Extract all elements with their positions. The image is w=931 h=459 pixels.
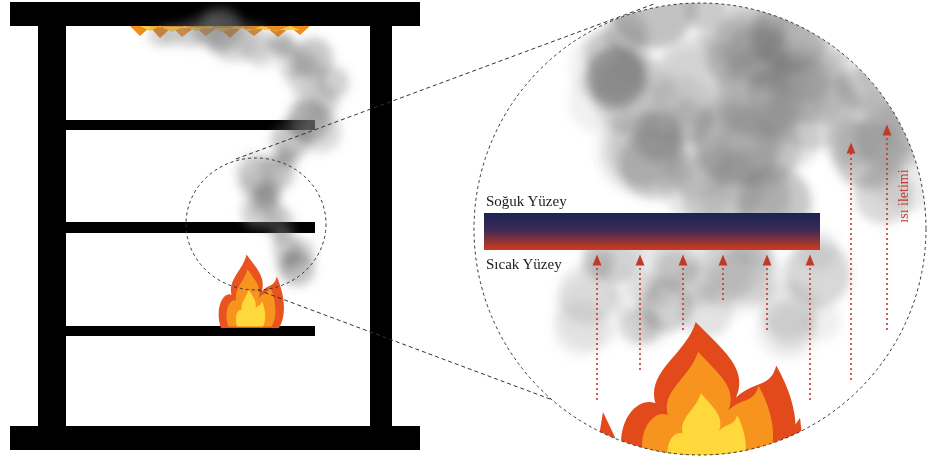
smoke-puff [767,303,813,349]
smoke [553,0,931,359]
fire [621,322,796,459]
surface-label: Sıcak Yüzey [486,256,562,273]
smoke-puff [619,129,689,199]
smoke-puff [646,275,677,306]
fire [770,418,805,459]
process-label: ısı iletimi [896,169,911,222]
floor-slab [484,213,820,250]
smoke-puff [651,37,741,127]
smoke-puff [604,11,649,56]
fire [595,412,622,459]
building-frame [10,2,420,450]
heat-arrow [597,130,887,400]
zoom-circle [474,3,926,455]
zoom-view [474,0,931,459]
zoom-circle [186,158,326,290]
smoke-puff [280,251,315,286]
fire [219,255,284,328]
smoke-puff [813,50,851,88]
smoke [148,7,349,286]
smoke-puff [690,110,731,151]
surface-label: Soğuk Yüzey [486,193,567,210]
smoke-puff [848,58,907,117]
smoke-puff [555,277,627,349]
